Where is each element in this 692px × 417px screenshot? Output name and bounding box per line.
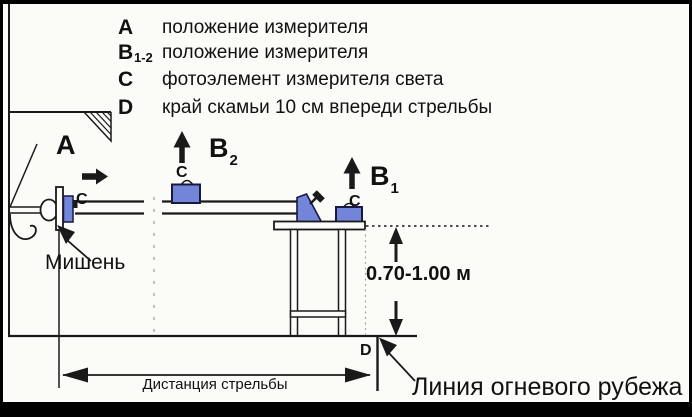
target-pointer-icon	[57, 225, 92, 262]
legend-text: край скамьи 10 см впереди стрельбы	[162, 97, 493, 118]
position-b2-letter: B	[209, 133, 229, 163]
target-assembly	[9, 186, 78, 231]
firing-line-pointer-icon	[379, 337, 416, 382]
target-plate	[55, 186, 64, 231]
position-b2-label: B2	[209, 133, 238, 169]
hatched-support-icon	[83, 111, 112, 143]
legend-key: D	[118, 96, 134, 119]
legend-key-subscript: 1-2	[134, 50, 153, 65]
position-a-label: A	[56, 130, 76, 160]
shooting-distance-label: Дистанция стрельбы	[142, 376, 288, 393]
legend-row-d: D край скамьи 10 см впереди стрельбы	[0, 96, 560, 122]
legend-text: фотоэлемент измерителя света	[162, 69, 444, 90]
legend-key: C	[118, 68, 134, 91]
legend-text: положение измерителя	[162, 42, 369, 63]
legend-row-a: A положение измерителя	[0, 16, 560, 42]
position-b1-letter: B	[370, 161, 390, 191]
arrow-up-b2-icon	[173, 131, 191, 163]
sensor-c-beam-label: C	[176, 164, 188, 181]
position-b2-subscript: 2	[229, 152, 238, 169]
height-range-label: 0.70-1.00 м	[366, 263, 471, 285]
target-label: Мишень	[45, 251, 126, 274]
arrow-right-icon	[82, 168, 108, 185]
height-dimension-arrows	[389, 227, 403, 336]
photocell-target-box	[62, 195, 74, 223]
legend-key: A	[118, 16, 134, 39]
firing-line-label: Линия огневого рубежа	[412, 373, 683, 401]
legend-text: положение измерителя	[162, 17, 369, 38]
rifle-rest-wedge	[296, 190, 325, 223]
wall	[8, 4, 111, 337]
bench-edge-d-label: D	[360, 342, 372, 359]
position-b1-label: B1	[370, 161, 399, 197]
distance-dimension-arrow	[62, 367, 371, 383]
arrow-up-b1-icon	[343, 157, 361, 189]
photocell-b2-box	[171, 179, 201, 204]
bench	[273, 220, 366, 337]
sensor-c-target-label: C	[76, 191, 88, 208]
photocell-b1-box	[335, 202, 363, 223]
legend-row-c: C фотоэлемент измерителя света	[0, 68, 560, 94]
spring-hook-icon	[9, 213, 37, 240]
pendulum-line	[9, 143, 38, 208]
legend-key: B	[118, 41, 134, 64]
legend-row-b: B 1-2 положение измерителя	[0, 41, 560, 67]
position-b1-subscript: 1	[390, 180, 399, 197]
sensor-c-bench-label: C	[349, 193, 361, 210]
